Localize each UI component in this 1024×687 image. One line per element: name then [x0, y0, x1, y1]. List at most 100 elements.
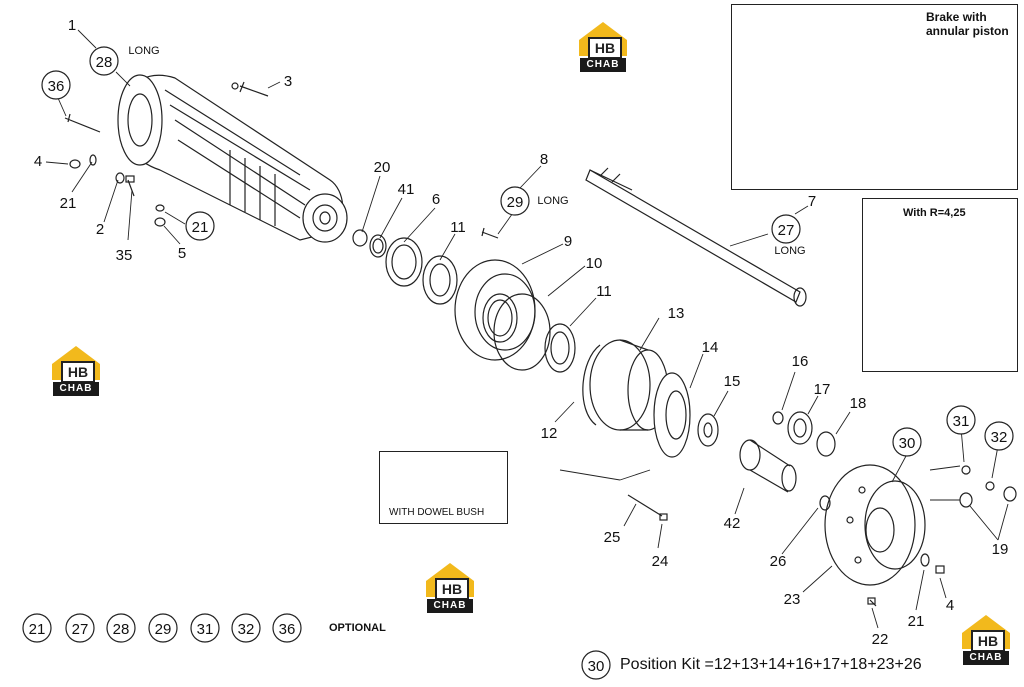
seal-6	[385, 237, 423, 287]
nut-24	[659, 513, 668, 521]
bolt-3	[231, 81, 269, 97]
planet-gear-18	[816, 431, 836, 457]
label-13: 13	[668, 305, 685, 322]
nut-32	[985, 481, 995, 491]
snap-ring-16	[772, 411, 784, 425]
optional-circle-1	[65, 613, 95, 643]
label-11a: 11	[450, 219, 466, 236]
label-21a: 21	[60, 195, 77, 212]
brake-inset-title-line2: annular piston	[926, 24, 1009, 38]
label-6: 6	[432, 191, 440, 208]
nut-35	[125, 175, 135, 197]
sun-gear-42	[739, 439, 797, 493]
logo-sub: CHAB	[963, 651, 1009, 665]
washer-21c	[920, 553, 930, 567]
screw-22	[867, 597, 877, 607]
optional-item: 28	[113, 621, 130, 638]
label-24b: 24	[652, 553, 669, 570]
optional-circle-5	[231, 613, 261, 643]
label-4: 4	[34, 153, 42, 170]
bolt-36	[64, 113, 101, 133]
bearing-11a	[422, 255, 458, 305]
label-21c: 21	[908, 613, 925, 630]
ratio-inset-title: With R=4,25	[903, 207, 966, 219]
brand-logo: HB CHAB	[424, 561, 476, 615]
optional-item: 36	[279, 621, 296, 638]
optional-item: 29	[155, 621, 172, 638]
label-23: 23	[784, 591, 801, 608]
label-30: 30	[899, 435, 916, 452]
label-28: 28	[96, 54, 113, 71]
kit-description: Position Kit =12+13+14+16+17+18+23+26	[620, 656, 922, 673]
nut-31	[961, 465, 971, 475]
label-20: 20	[374, 159, 391, 176]
plug-5	[154, 204, 166, 227]
callout-circle-36	[41, 70, 71, 100]
optional-item: 31	[197, 621, 214, 638]
stud-8	[481, 227, 499, 239]
washer-26	[819, 495, 831, 511]
optional-circle-0	[22, 613, 52, 643]
label-2a: 2	[96, 221, 104, 238]
snap-ring-20	[352, 229, 368, 247]
label-17: 17	[814, 381, 831, 398]
label-31: 31	[953, 413, 970, 430]
label-8: 8	[540, 151, 548, 168]
label-3: 3	[284, 73, 292, 90]
label-4b: 4	[946, 597, 954, 614]
stud-25	[627, 494, 663, 517]
nut-4b	[935, 565, 945, 574]
logo-sub: CHAB	[427, 599, 473, 613]
brake-inset-title-line1: Brake with	[926, 10, 987, 24]
dowel-inset-caption: WITH DOWEL BUSH	[389, 507, 485, 518]
callout-circle-31	[946, 405, 976, 435]
kit-number: 30	[588, 658, 605, 675]
label-12: 12	[541, 425, 558, 442]
logo-letters: HB	[435, 578, 469, 600]
label-11b: 11	[596, 283, 612, 300]
bearing-11b	[544, 323, 576, 373]
label-long-27: LONG	[774, 245, 805, 257]
planet-gear-17	[787, 411, 813, 445]
label-36: 36	[48, 78, 65, 95]
brand-logo: HB CHAB	[50, 344, 102, 398]
optional-circle-4	[190, 613, 220, 643]
optional-circle-2	[106, 613, 136, 643]
label-41: 41	[398, 181, 415, 198]
label-32: 32	[991, 429, 1008, 446]
label-15: 15	[724, 373, 741, 390]
label-14: 14	[702, 339, 719, 356]
label-long-29: LONG	[537, 195, 568, 207]
callout-circle-29	[500, 186, 530, 216]
ring-41	[369, 234, 387, 258]
label-9: 9	[564, 233, 572, 250]
label-22: 22	[872, 631, 889, 648]
optional-item: 21	[29, 621, 46, 638]
label-27: 27	[778, 222, 795, 239]
wheel-hub-9	[454, 259, 536, 361]
logo-letters: HB	[61, 361, 95, 383]
axle-shaft-7	[585, 167, 807, 307]
optional-circle-3	[148, 613, 178, 643]
optional-circle-6	[272, 613, 302, 643]
planet-carrier-23	[824, 464, 926, 586]
optional-label: OPTIONAL	[329, 622, 386, 634]
o-ring-10	[493, 293, 551, 371]
brake-inset-title: Brake with annular piston	[926, 10, 1009, 38]
washer-21	[89, 154, 97, 166]
label-16: 16	[792, 353, 809, 370]
washer-2	[115, 172, 125, 184]
optional-item: 27	[72, 621, 89, 638]
label-19: 19	[992, 541, 1009, 558]
label-35a: 35	[116, 247, 133, 264]
optional-item: 32	[238, 621, 255, 638]
label-long-28: LONG	[128, 45, 159, 57]
brand-logo: HB CHAB	[960, 613, 1012, 667]
callout-circle-kit	[581, 650, 611, 680]
gear-carrier-14	[653, 372, 691, 458]
ring-12	[582, 344, 601, 426]
callout-circle-21	[185, 211, 215, 241]
brand-logo: HB CHAB	[577, 20, 629, 74]
label-21b: 21	[192, 219, 209, 236]
label-10: 10	[586, 255, 603, 272]
